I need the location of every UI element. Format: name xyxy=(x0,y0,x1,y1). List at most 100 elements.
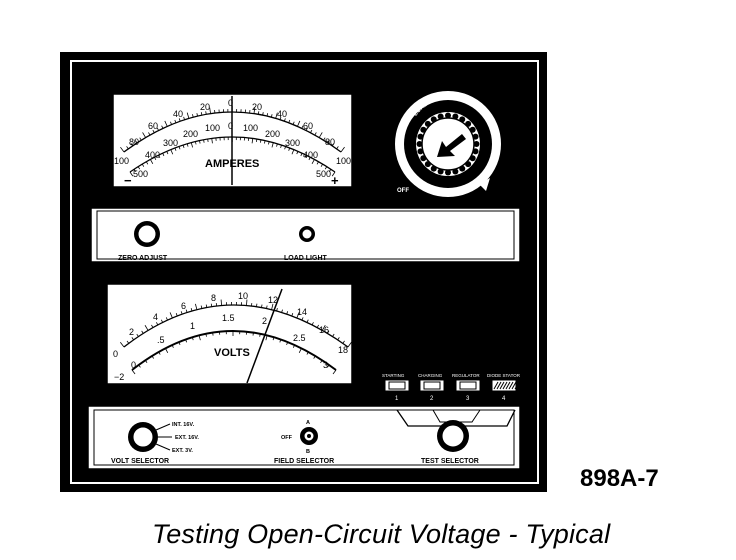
test-button-charging[interactable] xyxy=(419,379,445,392)
hatch-line xyxy=(499,381,505,390)
volt-inner-0: 0 xyxy=(131,360,136,370)
tick-mark xyxy=(194,141,197,145)
tick-mark xyxy=(320,163,323,167)
amm-outer-right-80: 80 xyxy=(325,137,335,147)
tick-mark xyxy=(286,311,289,315)
tick-mark xyxy=(145,161,149,165)
tick-mark xyxy=(205,111,207,115)
figure-reference: 898A-7 xyxy=(580,465,659,492)
knob-ridge xyxy=(473,141,480,147)
hatch-line xyxy=(514,381,520,390)
ammeter: 100 80 60 40 20 0 20 40 60 80 100 500 40… xyxy=(112,93,353,188)
tick-mark xyxy=(205,333,207,337)
test-button-diode-stator[interactable] xyxy=(491,379,517,392)
test-button-label-diode-stator: DIODE STATOR xyxy=(487,373,521,378)
knob-ridge xyxy=(445,169,451,176)
tick-mark xyxy=(190,142,193,148)
tick-mark xyxy=(301,125,304,129)
tick-mark xyxy=(253,107,256,114)
volt-inner-05: .5 xyxy=(157,335,165,345)
test-button-number-3: 3 xyxy=(466,396,470,402)
amm-inner-right-100: 100 xyxy=(243,123,258,133)
tick-mark xyxy=(174,119,177,123)
tick-mark xyxy=(191,337,194,341)
tick-mark xyxy=(209,107,211,114)
load-knob[interactable] xyxy=(421,117,475,171)
amm-outer-left-60: 60 xyxy=(148,121,158,131)
test-button-number-1: 1 xyxy=(395,396,399,402)
tick-mark xyxy=(265,335,268,341)
volt-inner-25: 2.5 xyxy=(293,333,306,343)
tick-mark xyxy=(211,138,213,144)
knob-ridge xyxy=(445,112,451,119)
tick-mark xyxy=(158,351,161,355)
tick-mark xyxy=(328,169,332,172)
amm-outer-right-40: 40 xyxy=(277,109,287,119)
test-button-diode-stator-hatch xyxy=(493,381,520,390)
tick-mark xyxy=(284,146,286,150)
tick-mark xyxy=(259,333,261,337)
ammeter-tick-marks xyxy=(120,106,345,177)
load-knob-pointer-icon xyxy=(437,134,466,157)
tick-mark xyxy=(185,339,188,343)
test-button-regulator-inner xyxy=(459,381,477,390)
tick-mark xyxy=(332,333,335,337)
tick-mark xyxy=(137,166,141,170)
tick-mark xyxy=(134,140,138,144)
tick-mark xyxy=(342,340,345,344)
tick-mark xyxy=(152,129,155,133)
amm-inner-left-400: 400 xyxy=(145,150,160,160)
hatch-line xyxy=(496,381,502,390)
volt-outer-10: 10 xyxy=(238,291,248,301)
tick-mark xyxy=(281,309,283,313)
field-selector-center xyxy=(307,434,311,438)
tick-mark xyxy=(316,161,319,165)
test-button-starting-inner xyxy=(388,381,406,390)
tick-mark xyxy=(331,171,336,177)
test-button-starting[interactable] xyxy=(384,379,410,392)
tick-mark xyxy=(275,112,278,119)
zero-adjust-label: ZERO ADJUST xyxy=(118,255,168,262)
tick-mark xyxy=(291,149,295,155)
tick-mark xyxy=(288,147,291,151)
tick-mark xyxy=(145,360,148,364)
tick-mark xyxy=(130,143,133,147)
tick-mark xyxy=(304,154,307,159)
volt-inner-3: 3 xyxy=(323,360,328,370)
tick-mark xyxy=(337,337,340,341)
tick-mark xyxy=(327,330,330,334)
voltmeter-face xyxy=(106,283,353,385)
upper-control-strip: ZERO ADJUST LOAD LIGHT xyxy=(90,207,521,263)
tick-mark xyxy=(306,319,309,323)
tick-mark xyxy=(165,317,168,321)
tick-mark xyxy=(144,325,149,331)
tick-mark xyxy=(292,344,295,348)
tick-mark xyxy=(156,127,159,131)
volt-outer-16: 16 xyxy=(319,325,329,335)
load-increase-arrow-icon xyxy=(479,178,490,191)
tick-mark xyxy=(133,169,137,172)
tick-mark xyxy=(185,309,188,313)
amm-minus-sign: − xyxy=(124,173,132,188)
tick-mark xyxy=(320,360,323,364)
voltmeter-title: VOLTS xyxy=(214,347,250,359)
tick-mark xyxy=(203,139,205,143)
tick-mark xyxy=(165,348,169,353)
amm-inner-right-500: 500 xyxy=(316,169,331,179)
tick-mark xyxy=(171,344,174,348)
volt-inner-1: 1 xyxy=(190,321,195,331)
tick-mark xyxy=(161,125,164,129)
tick-mark xyxy=(271,142,274,148)
tick-mark xyxy=(166,151,169,155)
tick-mark xyxy=(291,313,294,317)
tick-mark xyxy=(296,151,299,155)
voltmeter-tick-marks xyxy=(120,299,352,375)
tick-mark xyxy=(131,369,136,375)
field-pos-a: A xyxy=(306,420,310,426)
tick-mark xyxy=(175,313,178,317)
amm-inner-zero: 0 xyxy=(228,121,233,131)
test-button-regulator[interactable] xyxy=(455,379,481,392)
amm-inner-left-100: 100 xyxy=(205,123,220,133)
tick-mark xyxy=(139,137,142,141)
amm-inner-left-300: 300 xyxy=(163,138,178,148)
